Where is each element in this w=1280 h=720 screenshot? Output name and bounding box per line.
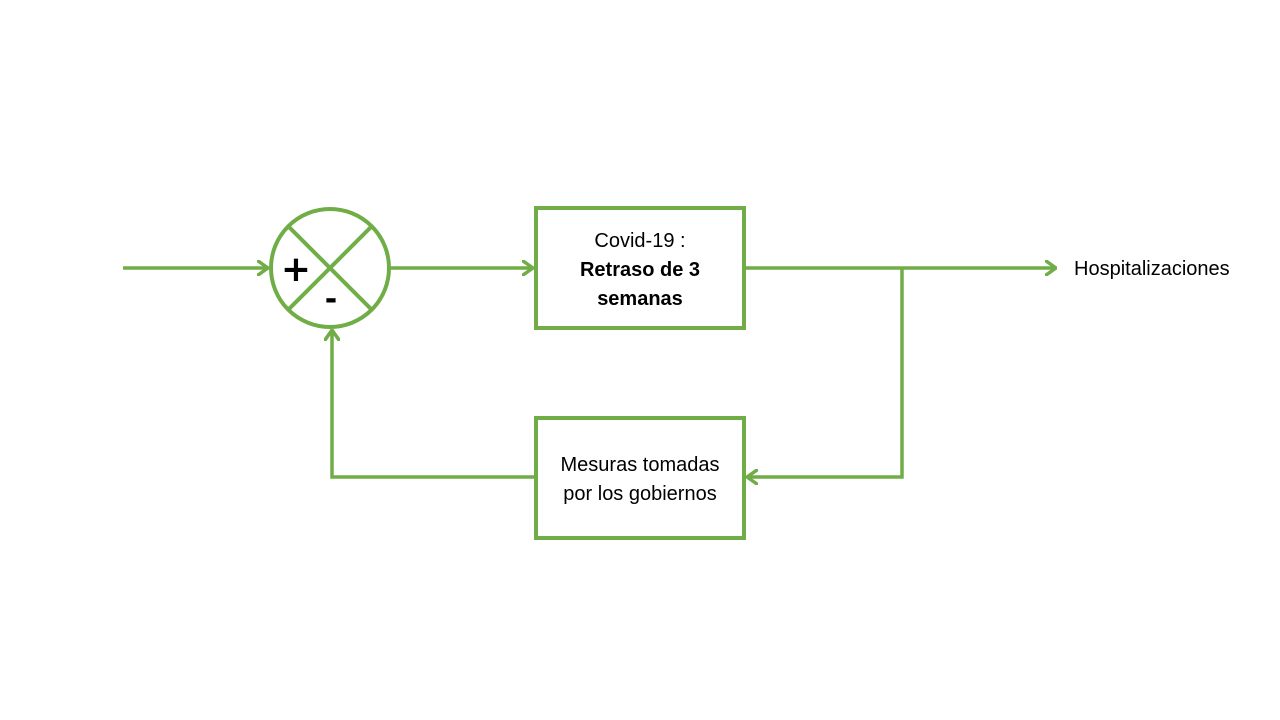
- summing-junction: + -: [269, 207, 391, 329]
- feedback-block: Mesuras tomadas por los gobiernos: [534, 416, 746, 540]
- output-label: Hospitalizaciones: [1074, 258, 1230, 280]
- feedback-branch-line: [747, 268, 904, 477]
- feedback-block-line-1: Mesuras tomadas: [561, 454, 720, 476]
- plant-block-line-2: Retraso de 3: [580, 259, 700, 281]
- plant-block: Covid-19 : Retraso de 3 semanas: [534, 206, 746, 330]
- plant-block-line-1: Covid-19 :: [594, 230, 685, 252]
- feedback-block-box: [534, 416, 746, 540]
- plus-sign: +: [281, 249, 311, 290]
- plant-block-line-3: semanas: [597, 288, 683, 310]
- feedback-return-arrow: [332, 330, 534, 479]
- summing-junction-cross-line-2: [286, 224, 374, 312]
- minus-sign: -: [325, 282, 337, 317]
- feedback-block-line-2: por los gobiernos: [563, 483, 716, 505]
- plant-block-box: [534, 206, 746, 330]
